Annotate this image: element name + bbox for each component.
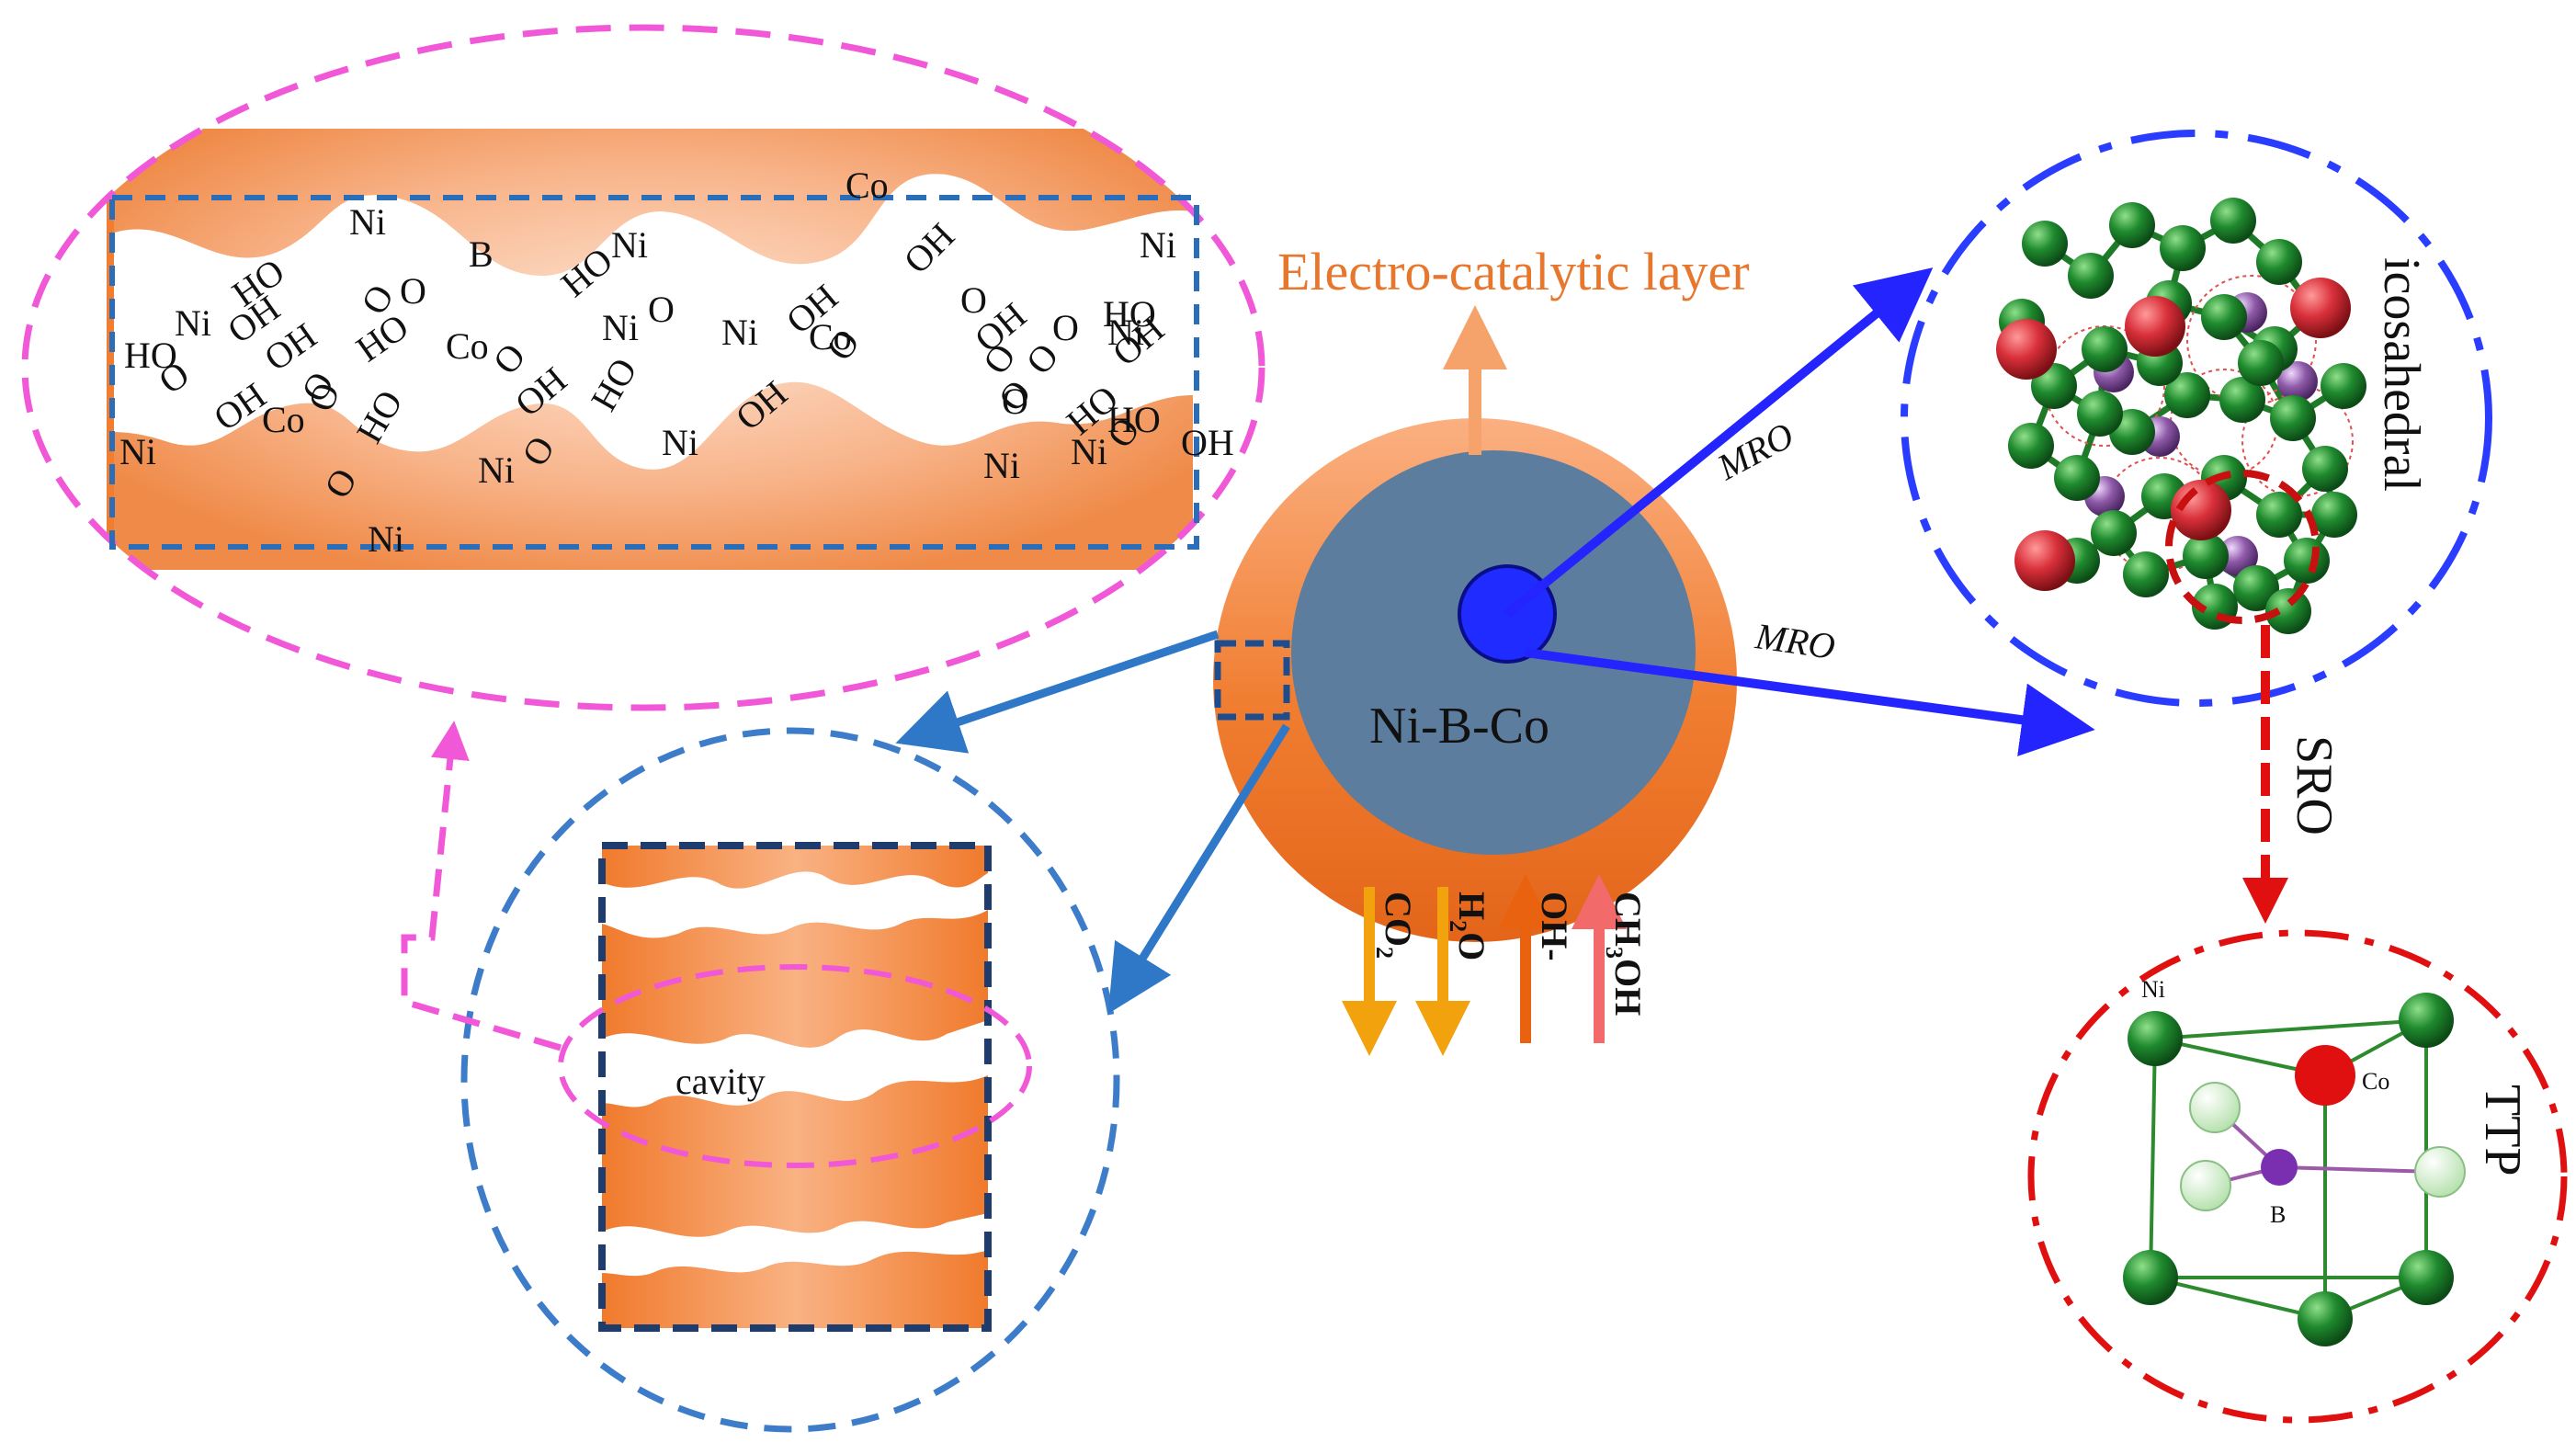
mro-label-upper: MRO [1709,414,1800,488]
ttp-label: TTP [2474,1085,2531,1176]
chem-label: Ni [368,518,404,560]
mro-arrow-lower [1525,648,2095,756]
chem-label: Ni [1140,224,1176,266]
chem-label: O [1002,381,1028,422]
flow-label-h2o: H2O [1445,892,1492,960]
chem-label: Ni [119,431,156,472]
chem-label: HO [1107,399,1161,440]
flow-label-oh: OH- [1534,892,1575,961]
chem-label: B [469,233,494,275]
ttp-co-label: Co [2362,1068,2389,1095]
flow-label-co2: CO2 [1371,892,1419,959]
chem-label: Ni [1107,312,1144,353]
flow-label-ch3oh: CH3OH [1601,892,1649,1016]
pink-connector-arrow [401,721,562,1051]
chem-label: Ni [349,201,386,243]
sro-label: SRO [2286,735,2343,835]
chem-label: Co [845,165,889,206]
chem-label: Co [262,399,305,440]
chem-label: O [648,289,675,330]
chem-label: Co [446,325,489,367]
chem-label: O [1052,307,1079,348]
ttp-b-label: B [2270,1201,2286,1228]
ttp-circle: Ni Co B TTP [2027,929,2568,1424]
cavity-label: cavity [675,1061,766,1102]
icosahedral-label: icosahedral [2373,257,2430,492]
ttp-ni-label: Ni [2141,976,2165,1003]
mro-label-lower: MRO [1753,615,1838,667]
chem-label: Co [809,316,852,358]
chem-label: OH [1181,422,1234,463]
chem-label: O [400,270,426,312]
chem-label: O [960,279,987,321]
reaction-flow-arrows: CO2 H2O OH- CH3OH [1342,874,1649,1056]
chem-label: Ni [175,302,211,344]
atom-cluster [1996,198,2366,634]
arrow-to-cavity-circle [1107,723,1290,1014]
mro-arrow-upper [1504,267,1934,618]
electro-catalytic-layer-label: Electro-catalytic layer [1277,242,1750,301]
chem-label: Ni [721,312,758,353]
chem-label: HO [124,335,177,376]
arrow-to-magnified-oval [895,630,1220,754]
chem-label: Ni [478,449,515,491]
chem-label: Ni [611,224,648,266]
core-label: Ni-B-Co [1369,698,1549,755]
cavity-circle: cavity [460,727,1120,1433]
chem-label: HO [1103,293,1156,335]
chem-label: Ni [602,307,639,348]
icosahedral-circle: icosahedral [1901,130,2492,707]
chem-label: Ni [662,422,698,463]
chem-label: Ni [983,445,1020,486]
chem-label: Ni [1071,431,1107,472]
